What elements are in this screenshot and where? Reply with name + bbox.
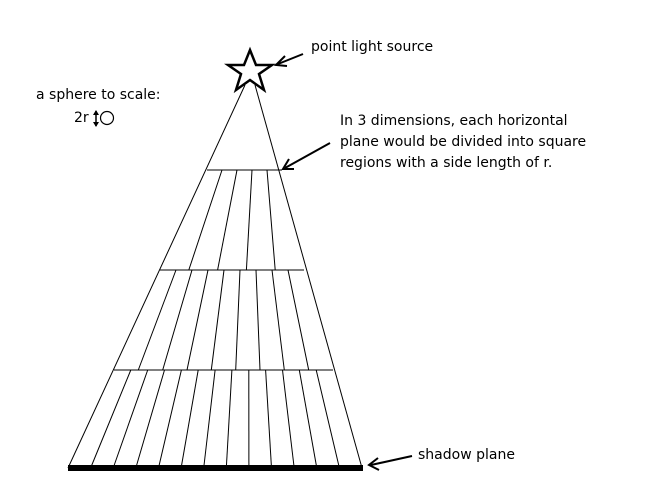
region-divider-line [137, 269, 177, 371]
two-r-label: 2r [74, 110, 89, 126]
point-light-source-label: point light source [311, 39, 434, 55]
region-divider-line [265, 369, 272, 469]
dimension-note: In 3 dimensions, each horizontal plane w… [340, 111, 586, 174]
region-divider-line [203, 369, 216, 469]
region-divider-line [90, 369, 132, 469]
region-divider-line [180, 369, 199, 469]
note-arrow [284, 142, 331, 169]
region-divider-line [298, 369, 318, 469]
star-icon [223, 46, 277, 94]
region-divider-line [287, 269, 310, 371]
shadow-arrow-head [367, 457, 380, 471]
region-divider-line [217, 169, 238, 271]
double-arrow-up-head [93, 110, 99, 115]
dimension-note-line: In 3 dimensions, each horizontal [340, 113, 568, 129]
light-arrow [277, 53, 304, 65]
dimension-note-line: regions with a side length of r. [340, 155, 553, 171]
dimension-note-line: plane would be divided into square [340, 134, 587, 150]
sphere-scale-label: a sphere to scale: [36, 87, 161, 103]
region-divider-line [245, 169, 253, 271]
circle-icon [99, 110, 115, 126]
light-arrow-head [273, 55, 288, 67]
region-dividers [90, 169, 340, 469]
region-divider-line [225, 369, 233, 469]
region-divider-line [188, 169, 223, 271]
region-divider-line [315, 369, 340, 469]
note-arrow-head [281, 158, 294, 170]
region-divider-line [186, 269, 209, 371]
region-divider-line [162, 269, 193, 371]
shadow-arrow [370, 455, 413, 466]
cone-left-edge [67, 84, 246, 469]
region-divider-line [210, 269, 225, 371]
region-divider-line [135, 369, 165, 469]
shadow-plane-label: shadow plane [418, 447, 515, 463]
region-divider-line [158, 369, 182, 469]
region-divider-line [235, 269, 241, 371]
cone-right-edge [254, 84, 363, 469]
double-arrow-down-head [93, 122, 99, 127]
region-divider-line [266, 169, 276, 271]
region-divider-line [271, 269, 285, 371]
region-divider-line [282, 369, 295, 469]
region-divider-line [112, 369, 149, 469]
region-divider-line [255, 269, 261, 371]
